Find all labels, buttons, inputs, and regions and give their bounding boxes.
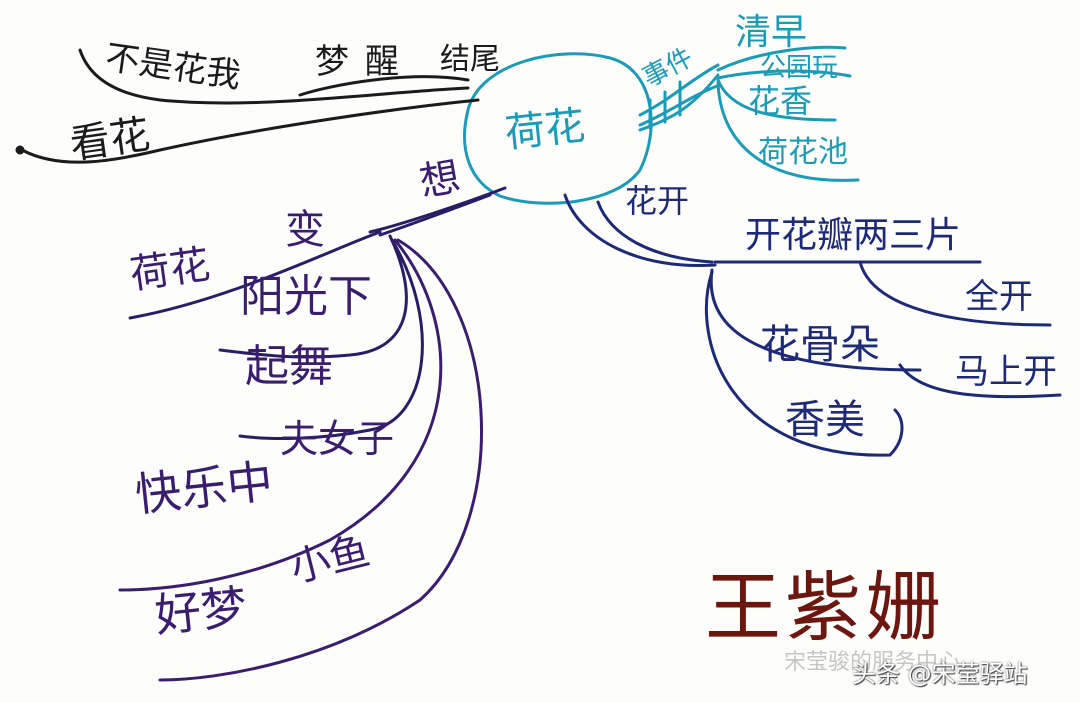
- purple-item-lotus: 荷花: [127, 241, 213, 299]
- purple-branch: [118, 186, 507, 682]
- navy-trunk-label: 花开: [625, 182, 690, 220]
- center-label: 荷花: [502, 102, 588, 158]
- black-lower-line-label: 看花: [67, 111, 153, 169]
- purple-trunk-label: 想: [416, 153, 464, 207]
- navy-item-full-bloom: 全开: [965, 277, 1033, 317]
- cyan-item-park-play: 公园玩: [760, 53, 839, 83]
- black-word-dream: 梦: [315, 42, 349, 82]
- purple-item-happily: 快乐中: [132, 453, 276, 523]
- cyan-item-lotus-pond: 荷花池: [758, 135, 848, 170]
- purple-item-good-dream: 好梦: [152, 579, 250, 643]
- navy-item-petals: 开花瓣两三片: [745, 215, 962, 256]
- watermark-ghost-text: 宋莹骏的服务中心: [784, 650, 961, 675]
- navy-item-fragrant-beauty: 香美: [785, 397, 865, 443]
- center-bubble: [463, 52, 653, 205]
- purple-item-dance: 起舞: [245, 341, 333, 392]
- purple-item-ahead: 夫女子: [280, 417, 395, 461]
- purple-item-sunlight: 阳光下: [240, 271, 372, 322]
- navy-item-about-to-open: 马上开: [955, 352, 1057, 392]
- purple-item-become: 变: [285, 207, 325, 253]
- signature: 王紫姗: [705, 563, 945, 652]
- cyan-branch: [638, 45, 860, 182]
- black-word-ending: 结尾: [440, 42, 500, 77]
- cyan-item-fragrance: 花香: [748, 82, 813, 120]
- watermark-credit: 头条 @宋莹驿站: [852, 660, 1028, 688]
- black-word-wake: 醒: [365, 42, 399, 82]
- navy-branch: [563, 193, 1062, 457]
- black-branch: [15, 48, 480, 164]
- navy-item-bud: 花骨朵: [760, 322, 880, 368]
- cyan-item-early-morning: 清早: [735, 12, 808, 53]
